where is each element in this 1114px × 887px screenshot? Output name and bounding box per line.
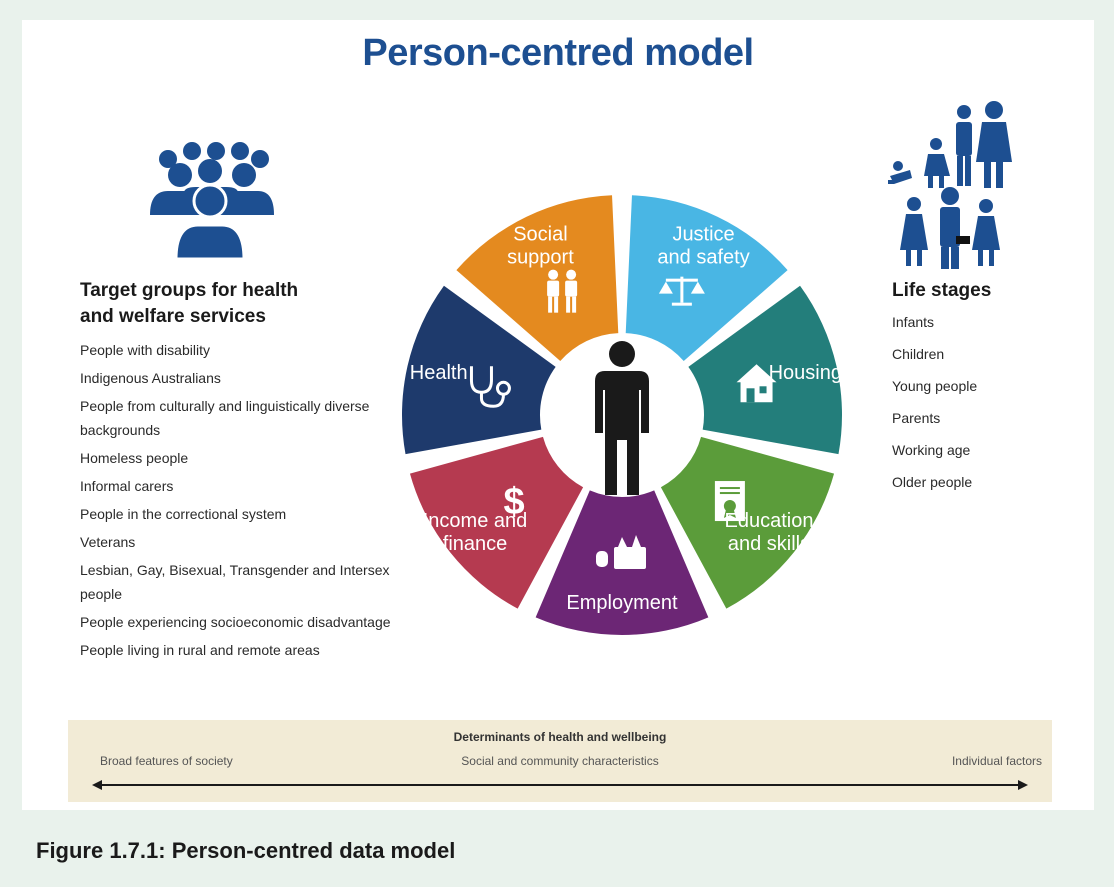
dollar-icon: $	[504, 481, 525, 523]
target-group-item: People living in rural and remote areas	[80, 642, 320, 658]
target-groups-heading-line1: Target groups for health	[80, 280, 299, 301]
life-stage-item: Infants	[892, 314, 935, 330]
stethoscope-icon	[469, 366, 511, 408]
life-stages-section: Life stages Infants Children Young peopl…	[892, 278, 1082, 502]
target-groups-section: Target groups for health and welfare ser…	[80, 278, 400, 666]
people-group-icon	[150, 142, 274, 261]
house-icon	[736, 364, 777, 403]
wheel-segment	[688, 285, 842, 455]
double-arrow-icon	[92, 780, 1028, 790]
toolbox-icon	[596, 535, 646, 569]
life-stage-item: Parents	[892, 410, 941, 426]
svg-text:$: $	[504, 481, 525, 523]
target-groups-heading-line2: and welfare services	[80, 306, 266, 327]
life-stage-item: Working age	[892, 442, 971, 458]
target-group-item: Indigenous Australians	[80, 370, 221, 386]
life-stages-heading: Life stages	[892, 280, 992, 301]
target-group-item: People in the correctional system	[80, 506, 287, 522]
figure-caption: Figure 1.7.1: Person-centred data model	[36, 838, 456, 863]
wheel-segment-label: Housing	[769, 362, 842, 384]
wheel-segment	[625, 195, 788, 362]
determinants-right-label: Individual factors	[951, 754, 1042, 768]
life-stages-family-icon	[888, 101, 1012, 269]
life-stage-item: Children	[892, 346, 945, 362]
center-person-icon	[595, 341, 649, 495]
target-group-item: People experiencing socioeconomic disadv…	[80, 614, 391, 630]
determinants-left-label: Broad features of society	[100, 754, 233, 768]
target-group-item: Informal carers	[80, 478, 174, 494]
target-group-item: Veterans	[80, 534, 136, 550]
wheel-segment	[409, 436, 584, 609]
determinants-title: Determinants of health and wellbeing	[453, 730, 667, 744]
target-group-item: People with disability	[80, 342, 210, 358]
certificate-icon	[714, 481, 745, 522]
target-group-item: Lesbian, Gay, Bisexual, Transgender and …	[80, 562, 390, 602]
life-stage-item: Older people	[892, 474, 973, 490]
target-group-item: People from culturally and linguisticall…	[80, 398, 370, 438]
scales-icon	[658, 276, 705, 306]
target-groups-heading: Target groups for health and welfare ser…	[80, 278, 400, 330]
wheel-segment-label: Employment	[566, 592, 678, 614]
wheel-segment	[660, 436, 835, 609]
people-icon	[547, 269, 578, 313]
determinants-band: Determinants of health and wellbeing Bro…	[68, 720, 1052, 802]
wheel-segment-label: Health	[410, 362, 468, 384]
life-stages-list: Infants Children Young people Parents Wo…	[892, 310, 1082, 494]
target-groups-list: People with disability Indigenous Austra…	[80, 338, 400, 662]
target-group-item: Homeless people	[80, 450, 189, 466]
life-stage-item: Young people	[892, 378, 978, 394]
wheel-segment	[402, 285, 556, 455]
figure-title: Person-centred model	[362, 32, 754, 74]
wheel-segment	[456, 195, 619, 362]
determinants-middle-label: Social and community characteristics	[461, 754, 659, 768]
